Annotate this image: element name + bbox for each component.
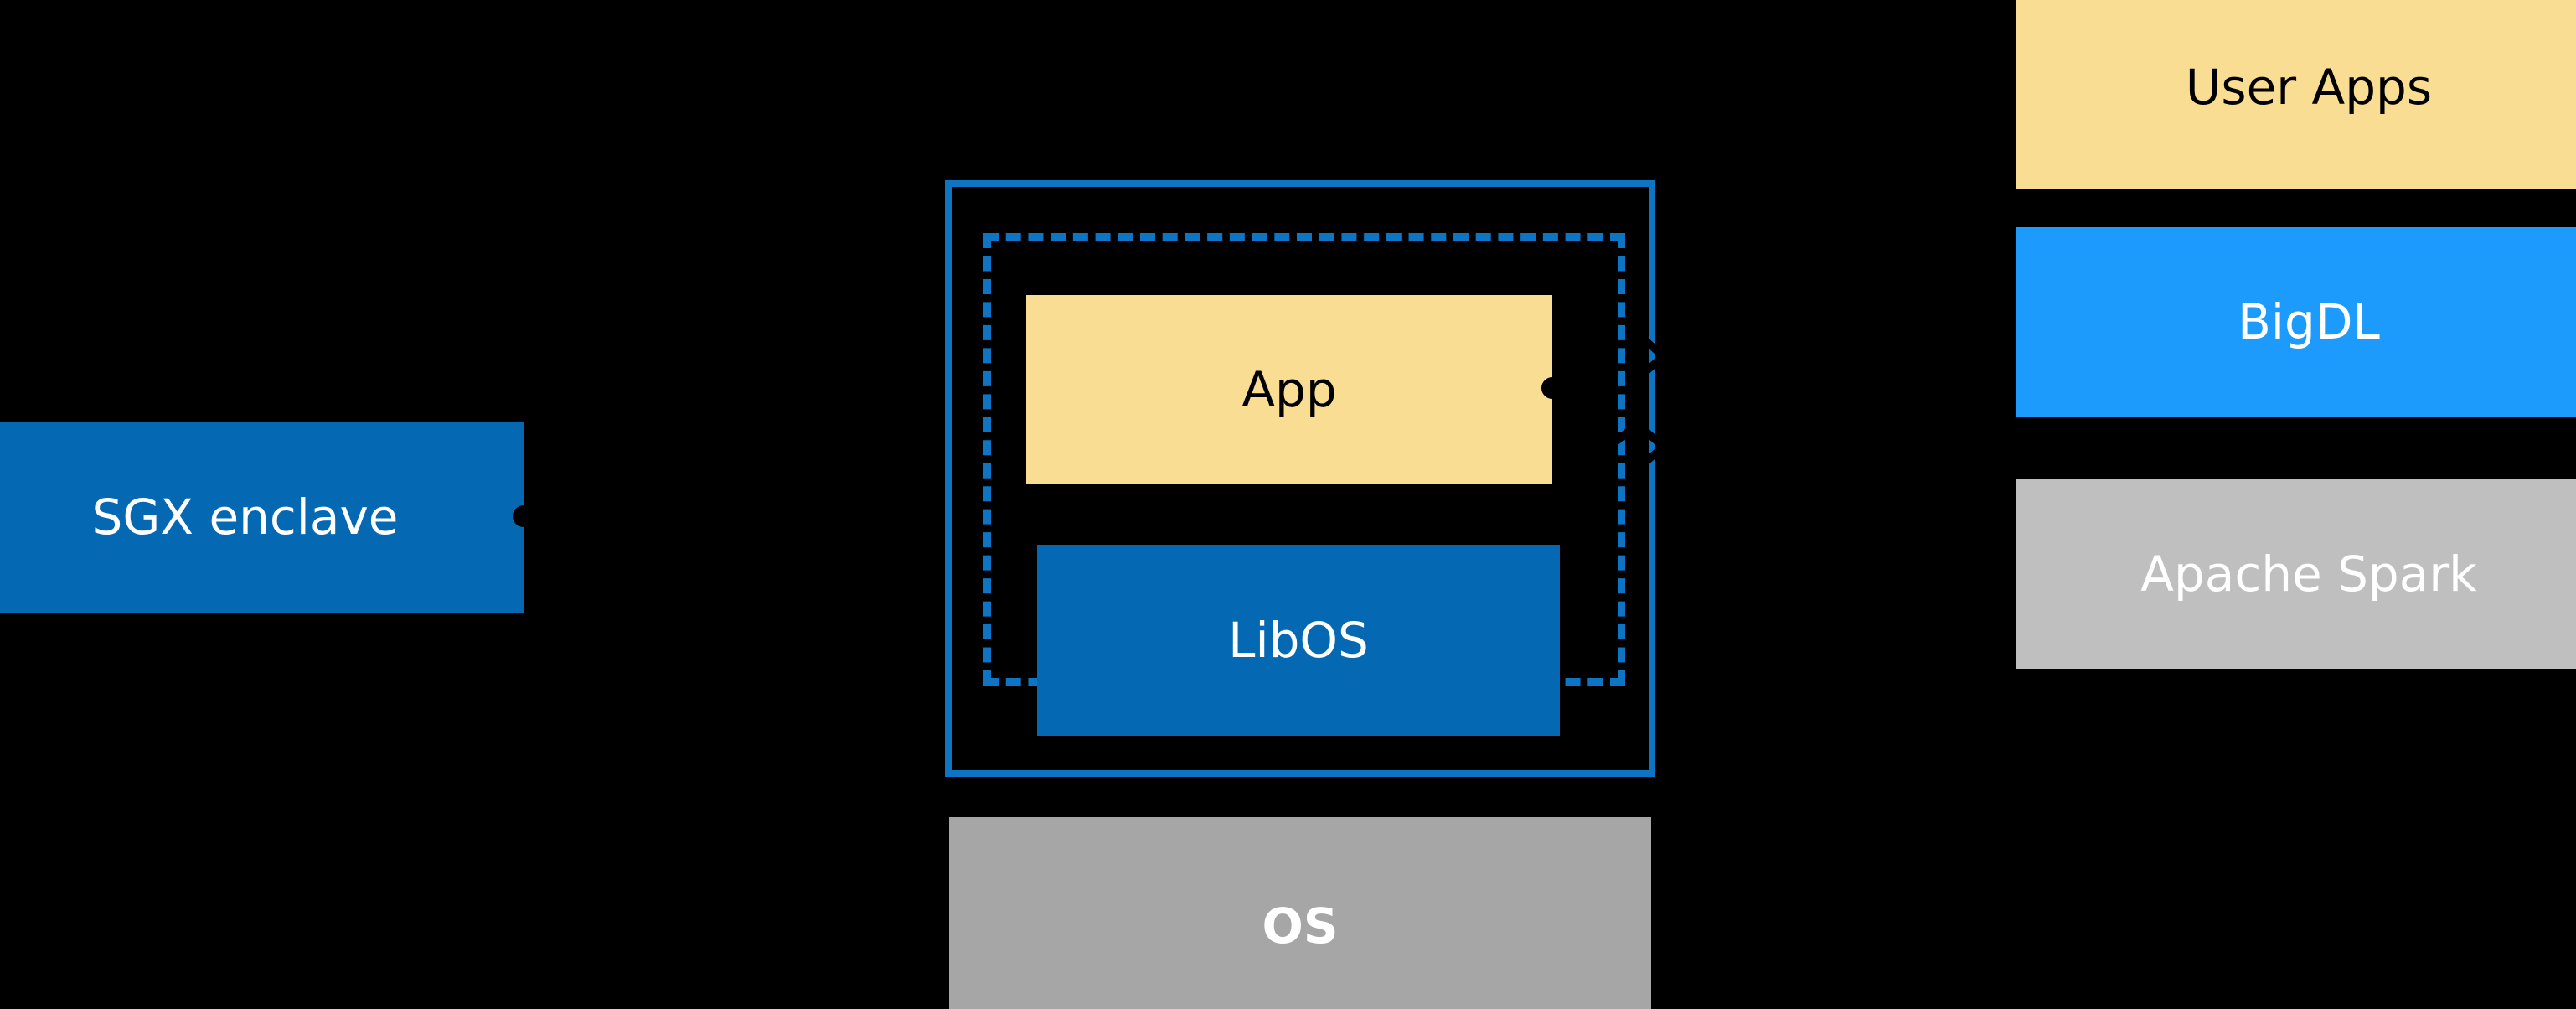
bigdl-box: BigDL (2016, 227, 2576, 417)
sgx-enclave-label: SGX enclave (91, 488, 399, 546)
os-box: OS (949, 817, 1651, 1009)
os-label: OS (1262, 897, 1339, 955)
libos-box: LibOS (1037, 545, 1560, 736)
user-apps-box: User Apps (2016, 0, 2576, 189)
user-apps-label: User Apps (2185, 58, 2433, 116)
app-label: App (1242, 360, 1337, 418)
sgx-enclave-box: SGX enclave (0, 422, 524, 613)
libos-label: LibOS (1228, 611, 1369, 669)
enclave-outer-boundary (945, 180, 1655, 777)
app-box: App (1026, 295, 1552, 484)
bigdl-label: BigDL (2238, 292, 2380, 350)
apache-spark-label: Apache Spark (2140, 545, 2477, 603)
apache-spark-box: Apache Spark (2016, 479, 2576, 669)
